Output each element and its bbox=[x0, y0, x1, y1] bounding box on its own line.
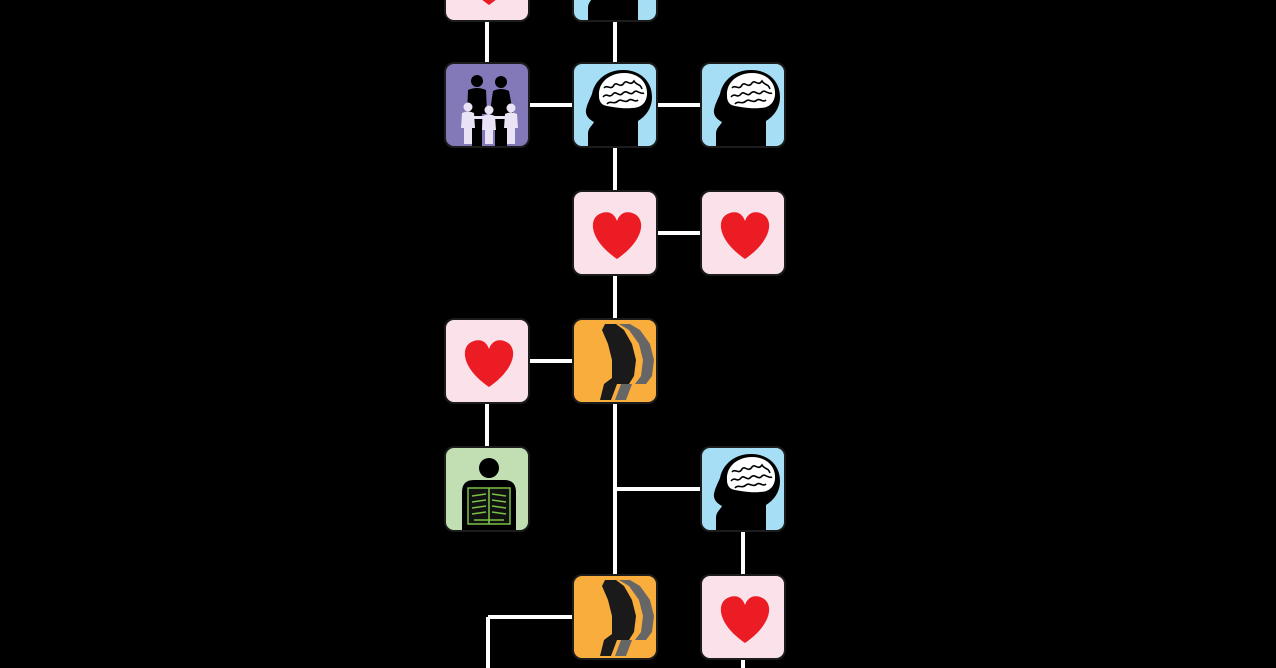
connector-line bbox=[613, 105, 617, 233]
connector-line bbox=[487, 103, 615, 107]
connector-line bbox=[613, 0, 617, 105]
connector-line bbox=[488, 615, 615, 619]
node-heart-3[interactable] bbox=[444, 318, 530, 404]
family-icon bbox=[446, 64, 530, 148]
connector-line bbox=[485, 361, 489, 489]
heart-icon bbox=[446, 320, 530, 404]
brain-head-icon bbox=[574, 64, 658, 148]
heart-icon bbox=[574, 192, 658, 276]
face-profiles-icon bbox=[574, 576, 658, 660]
node-faces-1[interactable] bbox=[572, 318, 658, 404]
brain-head-icon bbox=[702, 64, 786, 148]
xray-body-icon bbox=[446, 448, 530, 532]
connector-line bbox=[615, 231, 743, 235]
node-family-1[interactable] bbox=[444, 62, 530, 148]
connector-line bbox=[615, 487, 743, 491]
node-brain-1[interactable] bbox=[572, 62, 658, 148]
heart-icon bbox=[702, 192, 786, 276]
connector-line bbox=[485, 0, 489, 105]
connector-line bbox=[486, 617, 490, 668]
node-heart-4[interactable] bbox=[700, 574, 786, 660]
face-profiles-icon bbox=[574, 320, 658, 404]
connector-line bbox=[487, 359, 615, 363]
connector-line bbox=[741, 489, 745, 617]
connector-line bbox=[613, 361, 617, 489]
node-brain-2[interactable] bbox=[700, 62, 786, 148]
connector-line bbox=[613, 233, 617, 361]
connector-line bbox=[615, 103, 743, 107]
node-faces-2[interactable] bbox=[572, 574, 658, 660]
node-heart-1[interactable] bbox=[572, 190, 658, 276]
heart-icon bbox=[702, 576, 786, 660]
brain-head-icon bbox=[702, 448, 786, 532]
node-heart-top[interactable] bbox=[444, 0, 530, 22]
brain-head-icon bbox=[574, 0, 658, 22]
node-brain-3[interactable] bbox=[700, 446, 786, 532]
node-xray-1[interactable] bbox=[444, 446, 530, 532]
heart-icon bbox=[446, 0, 530, 22]
node-brain-top[interactable] bbox=[572, 0, 658, 22]
node-heart-2[interactable] bbox=[700, 190, 786, 276]
